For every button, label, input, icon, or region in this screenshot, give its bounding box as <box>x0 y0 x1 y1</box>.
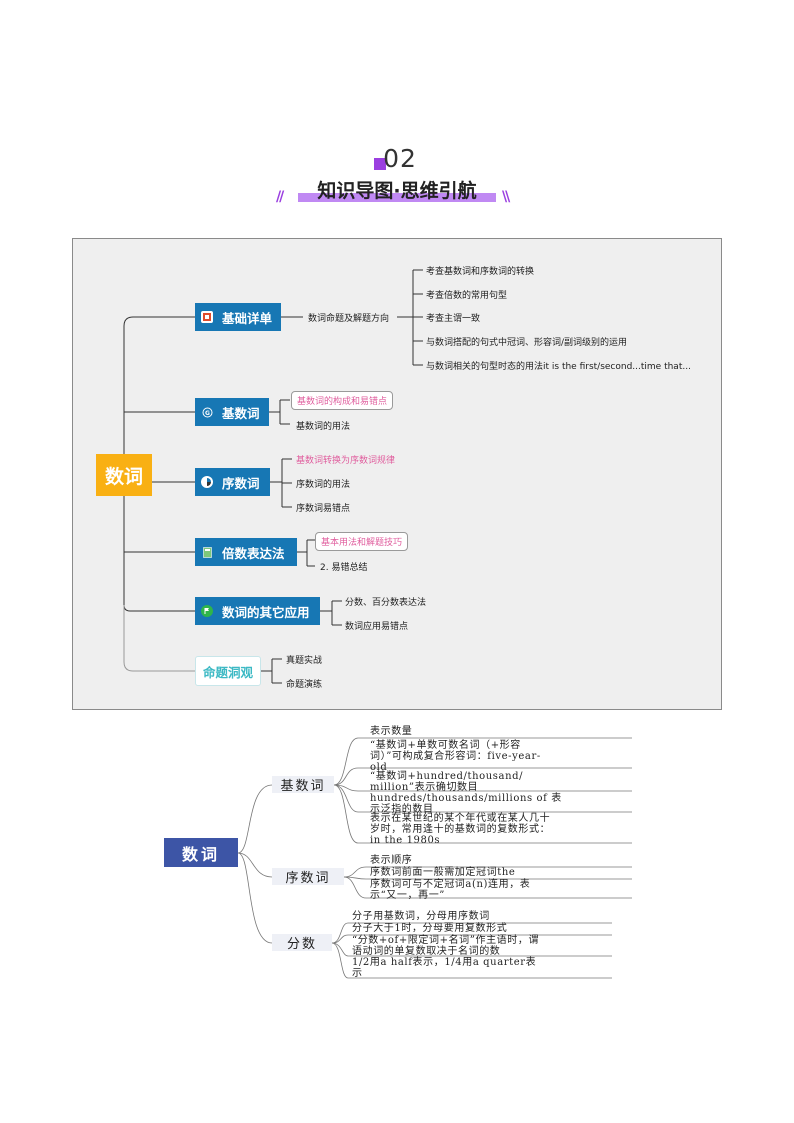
leaf: 真题实战 <box>286 656 323 666</box>
m2-leaf: 序数词前面一般需加定冠词the <box>370 867 516 878</box>
section-title: 知识导图·思维引航 <box>290 176 504 206</box>
branch-multiples: 倍数表达法 <box>195 538 297 566</box>
calculator-icon <box>201 546 213 558</box>
pie-chart-icon <box>201 476 213 488</box>
leaf: 考查主谓一致 <box>426 314 481 324</box>
leaf: 与数词搭配的句式中冠词、形容词/副词级别的运用 <box>426 338 628 348</box>
leaf-highlight: 基数词的构成和易错点 <box>291 391 394 410</box>
m2-leaf: 分子大于1时，分母要用复数形式 <box>352 923 508 934</box>
branch-other-uses: 数词的其它应用 <box>195 597 320 625</box>
m2-leaf: 表示在某世纪的某个年代或在某人几十 岁时，常用逢十的基数词的复数形式： in t… <box>370 813 551 846</box>
m2-leaf: 1/2用a half表示，1/4用a quarter表 示 <box>352 957 537 979</box>
leaf: 序数词的用法 <box>296 480 351 490</box>
m2-leaf: “基数词+单数可数名词（+形容 词）”可构成复合形容词：five-year- o… <box>370 740 541 773</box>
m2-branch-fraction: 分数 <box>272 934 332 952</box>
branch-ordinal: 序数词 <box>195 468 270 496</box>
mindmap1-root: 数词 <box>96 454 152 496</box>
title-highlight-bar <box>298 193 496 202</box>
g-circle-icon: G <box>201 406 213 418</box>
leaf: 考查基数词和序数词的转换 <box>426 267 535 277</box>
leaf: 与数词相关的句型时态的用法it is the first/second...ti… <box>426 362 691 372</box>
mindmap2-root: 数词 <box>164 838 238 867</box>
mindmap2-connectors <box>237 737 632 979</box>
m2-leaf: 表示顺序 <box>370 855 413 866</box>
branch-cardinal: G 基数词 <box>195 398 269 426</box>
leaf: 分数、百分数表达法 <box>345 598 427 608</box>
m2-branch-ordinal: 序数词 <box>272 868 344 886</box>
right-slash-decoration: \\ <box>502 189 510 205</box>
svg-text:G: G <box>205 410 210 417</box>
section-number: 02 <box>370 144 430 173</box>
m2-leaf: 分子用基数词，分母用序数词 <box>352 911 490 922</box>
flag-icon <box>201 605 213 617</box>
m2-leaf: 序数词可与不定冠词a(n)连用，表 示“又一，再一” <box>370 879 531 901</box>
leaf: 考查倍数的常用句型 <box>426 291 508 301</box>
leaf: 数词应用易错点 <box>345 622 409 632</box>
leaf: 2. 易错总结 <box>320 563 368 573</box>
leaf-highlight: 基本用法和解题技巧 <box>315 532 409 551</box>
branch-basics: 基础详单 <box>195 303 281 331</box>
branch-exam-insight: 命题洞观 <box>195 656 261 686</box>
m2-leaf: hundreds/thousands/millions of 表 示泛指的数目 <box>370 793 562 815</box>
purple-square-decoration <box>374 158 386 170</box>
leaf: 基数词的用法 <box>296 422 351 432</box>
leaf: 命题演练 <box>286 680 323 690</box>
clipboard-icon <box>201 311 213 323</box>
m2-leaf: “分数+of+限定词+名词”作主语时，谓 语动词的单复数取决于名词的数 <box>352 935 540 957</box>
leaf-highlight: 基数词转换为序数词规律 <box>296 456 396 466</box>
m2-branch-cardinal: 基数词 <box>272 776 334 794</box>
left-slash-decoration: // <box>276 189 284 205</box>
branch-basics-mid: 数词命题及解题方向 <box>308 314 390 324</box>
m2-leaf: “基数词+hundred/thousand/ million”表示确切数目 <box>370 771 524 793</box>
m2-leaf: 表示数量 <box>370 726 413 737</box>
leaf: 序数词易错点 <box>296 504 351 514</box>
